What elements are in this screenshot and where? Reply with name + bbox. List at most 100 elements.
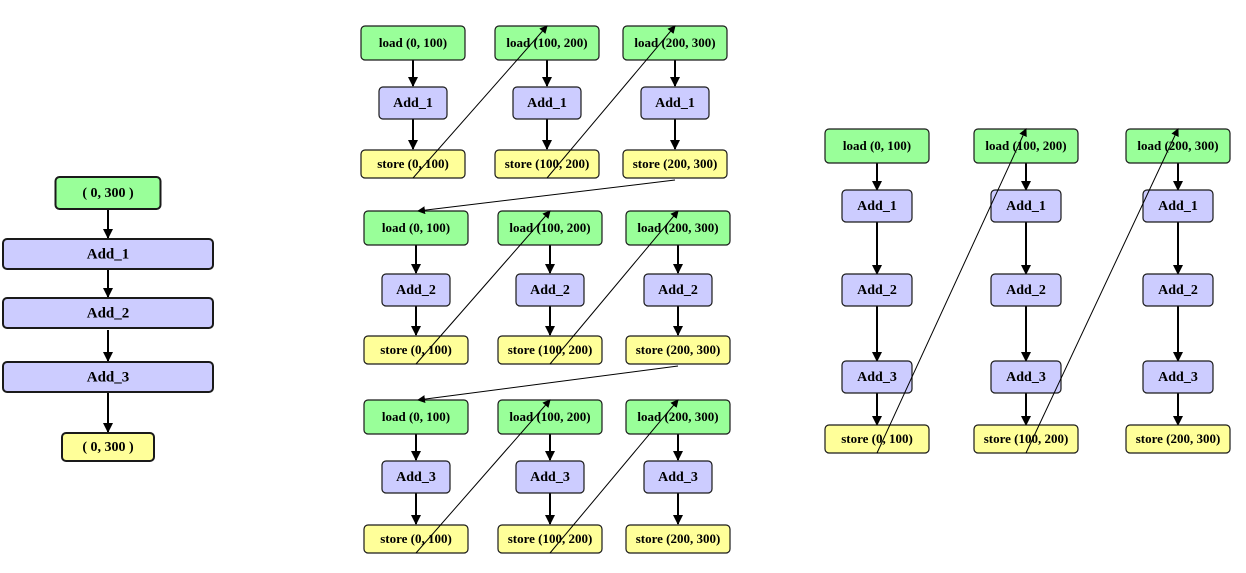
mid-r1-c1-store-label: store (0, 100): [377, 156, 449, 171]
mid-r1-c1-op-box: [378, 86, 448, 120]
right-c1-op2: Add_2: [841, 273, 913, 307]
left-op-node-1-box: [2, 238, 214, 270]
mid-r2-c1-op-box: [381, 273, 451, 307]
mid-r3-c1-load: load (0, 100): [363, 399, 469, 435]
mid-r3-c1-store: store (0, 100): [363, 524, 469, 554]
mid-r1-seq-1-2: [412, 25, 548, 179]
right-c3-op3: Add_3: [1142, 360, 1214, 394]
mid-r3-c1-op: Add_3: [381, 460, 451, 494]
left-op-node-1: Add_1: [2, 238, 214, 270]
mid-r3-seq-2-3: [549, 399, 679, 554]
left-op-node-1-label: Add_1: [87, 246, 130, 262]
mid-r2-c1-store: store (0, 100): [363, 335, 469, 365]
mid-r1-c3-store: store (200, 300): [622, 149, 728, 179]
right-c3-store-box: [1125, 424, 1231, 454]
right-c3-op3-box: [1142, 360, 1214, 394]
left-input-node: ( 0, 300 ): [54, 176, 162, 210]
mid-r3-c3-op-box: [643, 460, 713, 494]
mid-r2-c3-store: store (200, 300): [625, 335, 731, 365]
mid-r2-seq-1-2: [415, 210, 551, 365]
left-output-node-label: ( 0, 300 ): [82, 440, 134, 455]
mid-r3-c3-op-label: Add_3: [658, 470, 698, 485]
mid-r3-c3-store-box: [625, 524, 731, 554]
mid-r2-c2-op-label: Add_2: [530, 283, 570, 298]
mid-r2-c3-op: Add_2: [643, 273, 713, 307]
mid-r2-c2-store-label: store (100, 200): [508, 342, 593, 357]
mid-r1-c3-op: Add_1: [640, 86, 710, 120]
right-c1-op3-label: Add_3: [857, 370, 897, 385]
right-seq-2-3: [1025, 128, 1179, 454]
right-c1-op1-box: [841, 189, 913, 223]
mid-r2-c2-store: store (100, 200): [497, 335, 603, 365]
right-c1-op2-label: Add_2: [857, 283, 897, 298]
right-c1-store: store (0, 100): [824, 424, 930, 454]
mid-r1-c3-load: load (200, 300): [622, 25, 728, 61]
mid-r1-c1-load-label: load (0, 100): [379, 35, 447, 50]
left-op-node-3-box: [2, 361, 214, 393]
mid-r2-c1-op: Add_2: [381, 273, 451, 307]
mid-r2-c1-op-label: Add_2: [396, 283, 436, 298]
mid-r1-c2-op-label: Add_1: [527, 96, 567, 111]
mid-r2-c3-store-box: [625, 335, 731, 365]
right-c1-op3: Add_3: [841, 360, 913, 394]
left-op-node-2-label: Add_2: [87, 305, 130, 321]
right-c1-store-label: store (0, 100): [841, 431, 913, 446]
mid-r3-c2-store-label: store (100, 200): [508, 531, 593, 546]
mid-r2-c1-load: load (0, 100): [363, 210, 469, 246]
mid-r3-c2-store: store (100, 200): [497, 524, 603, 554]
right-c3-store: store (200, 300): [1125, 424, 1231, 454]
left-op-node-2-box: [2, 297, 214, 329]
right-c2-op3-label: Add_3: [1006, 370, 1046, 385]
mid-r3-c2-load-label: load (100, 200): [509, 409, 590, 424]
mid-r1-c2-load-label: load (100, 200): [506, 35, 587, 50]
mid-r2-c1-load-box: [363, 210, 469, 246]
right-c3-op2-label: Add_2: [1158, 283, 1198, 298]
right-seq-1-2: [876, 128, 1027, 454]
right-c2-op2: Add_2: [990, 273, 1062, 307]
mid-r1-c3-op-label: Add_1: [655, 96, 695, 111]
left-output-node: ( 0, 300 ): [61, 432, 155, 462]
mid-r2-c2-op-box: [515, 273, 585, 307]
mid-seq-row2-row3: [417, 365, 679, 404]
right-c3-load: load (200, 300): [1125, 128, 1231, 164]
right-c3-op2: Add_2: [1142, 273, 1214, 307]
mid-r1-seq-2-3: [546, 25, 676, 179]
mid-r1-c2-store-label: store (100, 200): [505, 156, 590, 171]
mid-r3-c2-op-box: [515, 460, 585, 494]
right-c2-op3: Add_3: [990, 360, 1062, 394]
right-c2-store: store (100, 200): [973, 424, 1079, 454]
mid-r2-c2-load: load (100, 200): [497, 210, 603, 246]
mid-r1-c2-op-box: [512, 86, 582, 120]
right-c1-load-label: load (0, 100): [843, 138, 911, 153]
mid-r1-c1-store: store (0, 100): [360, 149, 466, 179]
right-c3-op1-label: Add_1: [1158, 199, 1198, 214]
left-op-node-3-label: Add_3: [87, 369, 130, 385]
right-c3-op3-label: Add_3: [1158, 370, 1198, 385]
right-c2-op2-box: [990, 273, 1062, 307]
mid-r2-c1-load-label: load (0, 100): [382, 220, 450, 235]
mid-r3-c3-load-label: load (200, 300): [637, 409, 718, 424]
mid-r1-c1-op-label: Add_1: [393, 96, 433, 111]
mid-r3-c2-op-label: Add_3: [530, 470, 570, 485]
mid-r2-c3-op-label: Add_2: [658, 283, 698, 298]
mid-r3-c3-store: store (200, 300): [625, 524, 731, 554]
mid-r2-c2-op: Add_2: [515, 273, 585, 307]
mid-r2-seq-2-3: [549, 210, 679, 365]
mid-r2-c2-load-label: load (100, 200): [509, 220, 590, 235]
left-op-node-2: Add_2: [2, 297, 214, 329]
mid-r1-c3-store-label: store (200, 300): [633, 156, 718, 171]
mid-r1-c2-store: store (100, 200): [494, 149, 600, 179]
mid-r1-c2-load: load (100, 200): [494, 25, 600, 61]
mid-r3-c3-load: load (200, 300): [625, 399, 731, 435]
right-c3-op1: Add_1: [1142, 189, 1214, 223]
mid-r1-c3-load-label: load (200, 300): [634, 35, 715, 50]
right-c3-op1-box: [1142, 189, 1214, 223]
mid-r2-c1-store-label: store (0, 100): [380, 342, 452, 357]
mid-r3-c1-load-label: load (0, 100): [382, 409, 450, 424]
mid-r1-c3-store-box: [622, 149, 728, 179]
mid-r1-c1-load-box: [360, 25, 466, 61]
mid-r3-c1-op-box: [381, 460, 451, 494]
mid-r3-c1-store-label: store (0, 100): [380, 531, 452, 546]
mid-r1-c1-load: load (0, 100): [360, 25, 466, 61]
